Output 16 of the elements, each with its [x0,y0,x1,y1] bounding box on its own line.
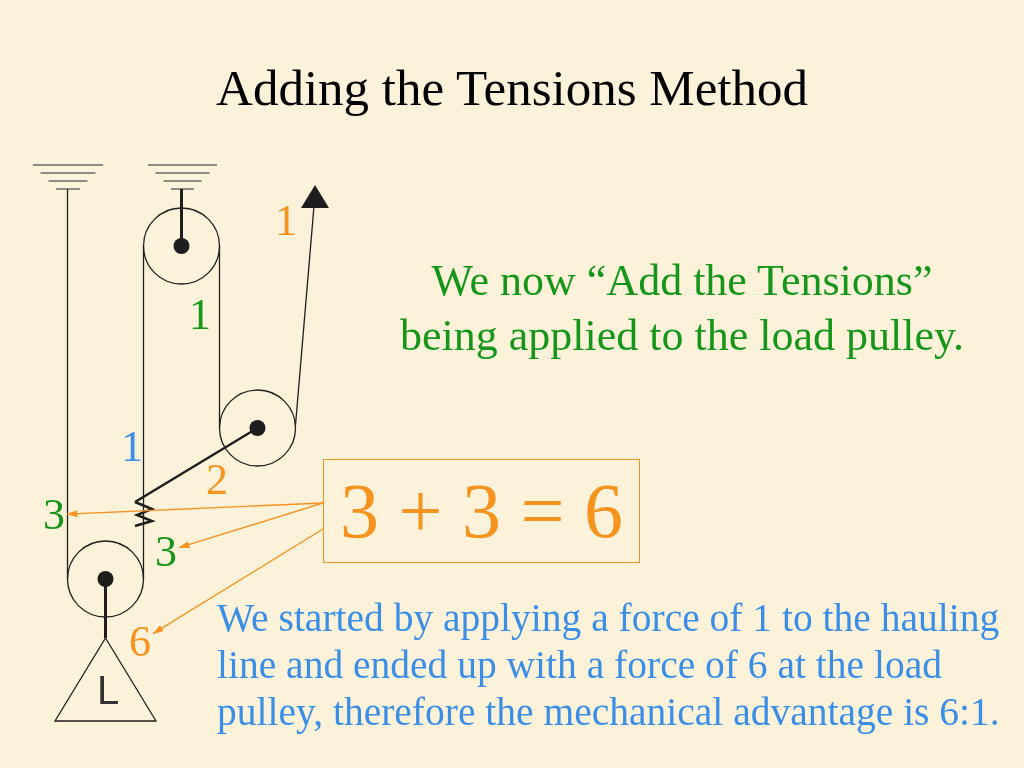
arrow [152,528,324,635]
load-letter: L [97,673,120,707]
tension-value: 1 [189,296,211,334]
explanation-text: We started by applying a force of 1 to the hauling line and ended up with a force of 6 at the load pulley, therefore the mechanical advantage is 6:1. [217,595,1001,736]
tension-value: 6 [129,623,151,661]
note-text: We now “Add the Tensions” being applied to the load pulley. [398,255,966,362]
arrow [66,502,324,518]
tension-value: 1 [121,428,143,466]
tension-value: 3 [155,533,177,571]
slide-title: Adding the Tensions Method [216,63,808,114]
tension-value: 1 [275,202,297,240]
arrow [178,502,324,549]
tension-value: 2 [206,461,228,499]
equation-text: 3 + 3 = 6 [340,473,623,549]
tension-value: 3 [43,496,65,534]
equation-box [323,459,640,563]
